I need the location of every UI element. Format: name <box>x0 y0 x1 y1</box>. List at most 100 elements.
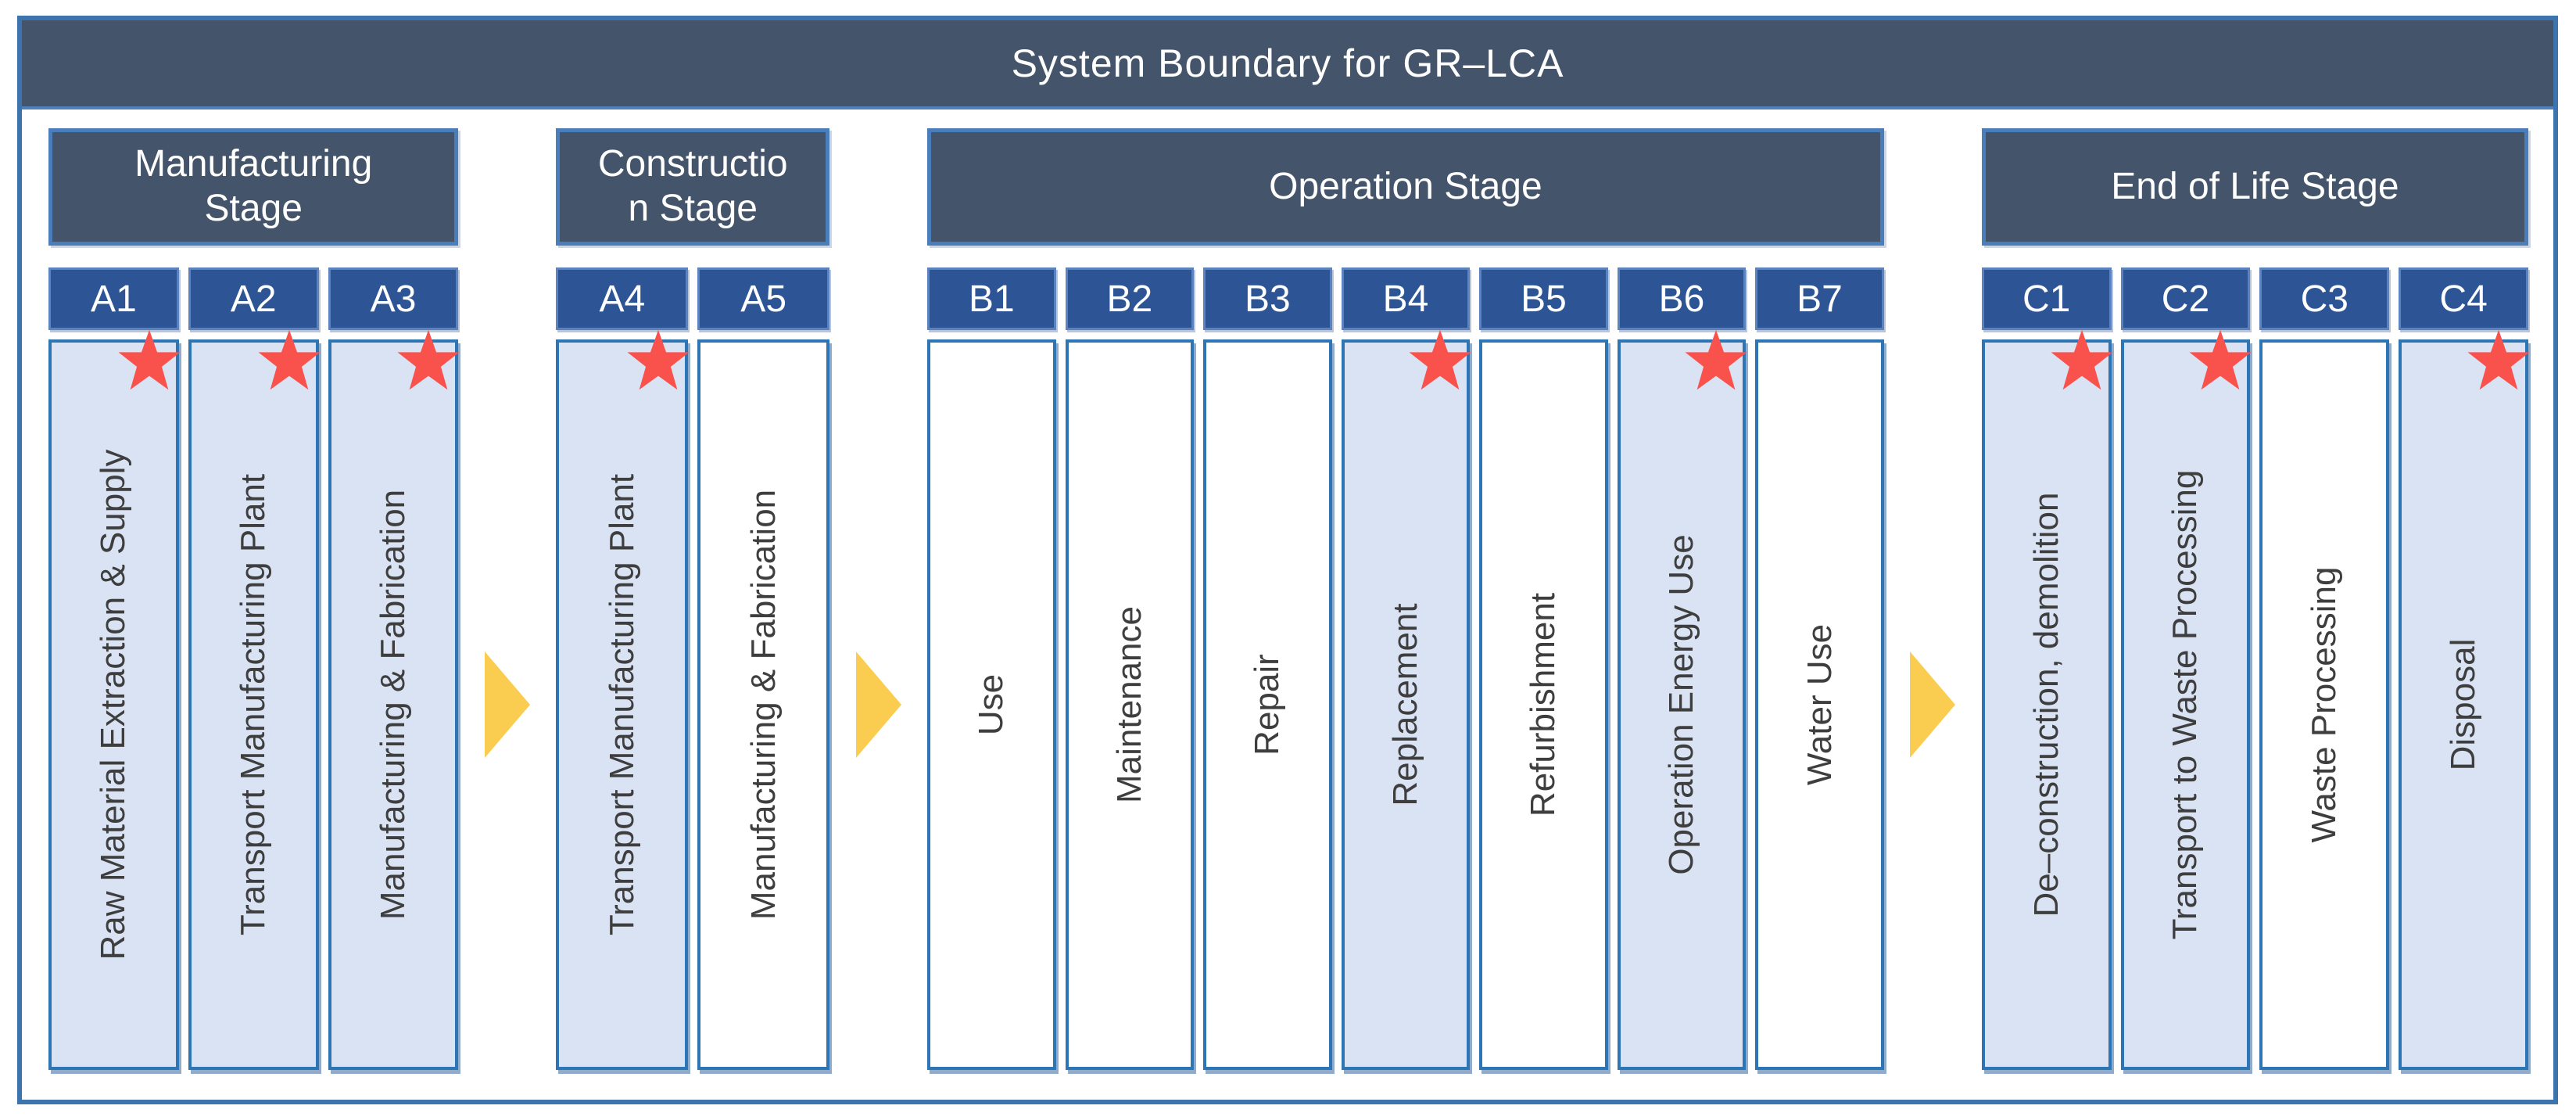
module-code: C4 <box>2399 267 2528 330</box>
unit-c3: C3 Waste Processing <box>2259 267 2390 1070</box>
module-code: B5 <box>1479 267 1608 330</box>
stage-header-operation: Operation Stage <box>927 128 1884 246</box>
stage-header-line: Constructio <box>597 143 788 185</box>
unit-a1: A1 Raw Material Extraction & Supply <box>48 267 181 1070</box>
module-cell: Manufacturing & Fabrication <box>328 329 460 1070</box>
module-label: De–construction, demolition <box>2026 492 2065 917</box>
unit-a4: A4 Transport Manufacturing Plant <box>556 267 690 1070</box>
unit-a5: A5 Manufacturing & Fabrication <box>697 267 830 1070</box>
module-code: C3 <box>2259 267 2390 330</box>
module-label: Refurbishment <box>1524 592 1563 817</box>
module-cell: Transport Manufacturing Plant <box>188 329 321 1070</box>
right-arrow-icon <box>484 652 530 758</box>
module-label: Manufacturing & Fabrication <box>374 489 413 921</box>
module-label: Maintenance <box>1109 606 1148 803</box>
star-icon <box>2049 328 2115 391</box>
module-cell: De–construction, demolition <box>1981 329 2113 1070</box>
stage-header-line: Stage <box>204 188 303 229</box>
module-label: Transport Manufacturing Plant <box>602 473 641 936</box>
module-row: A1 Raw Material Extraction & Supply A2 T… <box>48 267 460 1070</box>
module-cell: Raw Material Extraction & Supply <box>48 329 181 1070</box>
stage-header-line: n Stage <box>628 188 758 229</box>
diagram-title-bar: System Boundary for GR–LCA <box>22 20 2553 109</box>
star-icon <box>396 328 461 391</box>
unit-b1: B1 Use <box>927 267 1056 1070</box>
module-row: B1 Use B2 Maintenance <box>927 267 1884 1070</box>
diagram-title: System Boundary for GR–LCA <box>1011 41 1564 85</box>
unit-b6: B6 Operation Energy Use <box>1617 267 1747 1070</box>
unit-c4: C4 Disposal <box>2399 267 2530 1070</box>
module-label: Raw Material Extraction & Supply <box>94 449 133 960</box>
stage-group-end-of-life: End of Life Stage C1 De–construction, de… <box>1981 128 2530 1070</box>
module-code: B6 <box>1617 267 1747 330</box>
star-icon <box>116 328 182 391</box>
module-label: Use <box>972 673 1011 736</box>
module-cell: Transport Manufacturing Plant <box>556 329 690 1070</box>
module-code: C2 <box>2120 267 2251 330</box>
module-code: A5 <box>697 267 830 330</box>
star-icon <box>2466 328 2531 391</box>
module-code: A1 <box>48 267 179 330</box>
module-cell: Use <box>927 339 1056 1070</box>
star-icon <box>1683 328 1749 391</box>
unit-a2: A2 Transport Manufacturing Plant <box>188 267 321 1070</box>
module-code: A3 <box>328 267 459 330</box>
stage-group-operation: Operation Stage B1 Use B2 <box>927 128 1884 1070</box>
stage-transition <box>1884 128 1982 1070</box>
module-cell: Water Use <box>1755 339 1884 1070</box>
star-icon <box>625 328 691 391</box>
module-cell: Manufacturing & Fabrication <box>697 339 830 1070</box>
module-code: A4 <box>556 267 689 330</box>
stage-header-manufacturing: Manufacturing Stage <box>48 128 459 246</box>
module-cell: Operation Energy Use <box>1617 329 1747 1070</box>
right-arrow-icon <box>1910 652 1956 758</box>
stage-header-end-of-life: End of Life Stage <box>1981 128 2528 246</box>
unit-b5: B5 Refurbishment <box>1479 267 1608 1070</box>
module-cell: Refurbishment <box>1479 339 1608 1070</box>
module-label: Replacement <box>1385 603 1424 806</box>
stage-header-line: Operation Stage <box>1269 165 1542 207</box>
stage-group-construction: Constructio n Stage A4 Transport Manufac… <box>556 128 830 1070</box>
unit-b2: B2 Maintenance <box>1065 267 1195 1070</box>
module-label: Transport to Waste Processing <box>2166 469 2205 940</box>
unit-b4: B4 Replacement <box>1341 267 1473 1070</box>
module-label: Waste Processing <box>2305 566 2344 843</box>
module-label: Transport Manufacturing Plant <box>234 473 273 936</box>
module-code: B4 <box>1341 267 1471 330</box>
module-cell: Disposal <box>2399 329 2530 1070</box>
module-code: B3 <box>1203 267 1332 330</box>
module-cell: Transport to Waste Processing <box>2120 329 2252 1070</box>
stage-header-line: End of Life Stage <box>2111 165 2399 207</box>
module-code: C1 <box>1981 267 2112 330</box>
module-label: Operation Energy Use <box>1661 534 1700 875</box>
module-code: B7 <box>1755 267 1884 330</box>
unit-c1: C1 De–construction, demolition <box>1981 267 2113 1070</box>
unit-c2: C2 Transport to Waste Processing <box>2120 267 2252 1070</box>
module-label: Repair <box>1248 654 1287 756</box>
stage-flow: Manufacturing Stage A1 Raw Material Extr… <box>22 109 2553 1100</box>
stage-header-line: Manufacturing <box>134 143 373 185</box>
stage-header-construction: Constructio n Stage <box>556 128 830 246</box>
unit-a3: A3 Manufacturing & Fabrication <box>328 267 460 1070</box>
unit-b7: B7 Water Use <box>1755 267 1884 1070</box>
module-label: Manufacturing & Fabrication <box>743 489 783 921</box>
unit-b3: B3 Repair <box>1203 267 1332 1070</box>
module-row: A4 Transport Manufacturing Plant A5 Manu… <box>556 267 830 1070</box>
diagram-frame: System Boundary for GR–LCA Manufacturing… <box>17 16 2558 1104</box>
right-arrow-icon <box>855 652 901 758</box>
module-code: B2 <box>1065 267 1195 330</box>
module-cell: Repair <box>1203 339 1332 1070</box>
stage-transition <box>829 128 927 1070</box>
module-code: A2 <box>188 267 319 330</box>
module-cell: Maintenance <box>1065 339 1195 1070</box>
star-icon <box>2187 328 2253 391</box>
module-code: B1 <box>927 267 1056 330</box>
module-label: Disposal <box>2444 638 2483 771</box>
star-icon <box>1407 328 1473 391</box>
module-cell: Waste Processing <box>2259 339 2390 1070</box>
stage-transition <box>458 128 556 1070</box>
module-label: Water Use <box>1800 623 1839 786</box>
module-row: C1 De–construction, demolition C2 Transp… <box>1981 267 2530 1070</box>
star-icon <box>256 328 322 391</box>
